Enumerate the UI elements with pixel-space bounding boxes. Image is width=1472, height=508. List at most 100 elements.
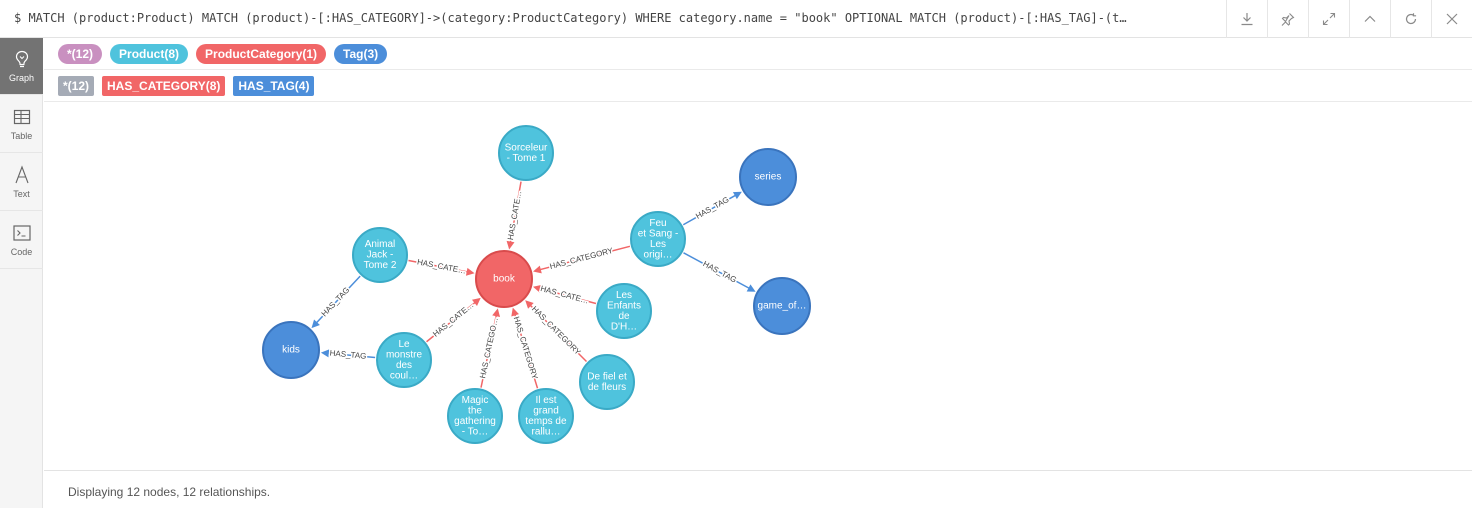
relationship-animal-book[interactable]: HAS_CATE… [408, 256, 475, 277]
category-node-circle[interactable] [475, 250, 533, 308]
relationship-enfants-book[interactable]: HAS_CATE… [532, 283, 597, 307]
download-button[interactable] [1226, 0, 1267, 38]
pin-button[interactable] [1267, 0, 1308, 38]
node-enfants[interactable]: LesEnfantsdeD'H… [596, 283, 652, 339]
relationship-label: HAS_CATE… [539, 284, 589, 305]
relationship-line[interactable] [509, 181, 522, 244]
arrowhead [525, 300, 534, 309]
node-label-tag[interactable]: Tag(3) [334, 43, 388, 64]
node-label-all[interactable]: *(12) [58, 43, 103, 64]
node-caption-line: Tome 2 [364, 260, 397, 271]
node-caption-line: gathering [454, 416, 496, 427]
rel-type-all[interactable]: *(12) [58, 75, 95, 96]
close-button[interactable] [1431, 0, 1472, 38]
relationship-line[interactable] [326, 352, 376, 359]
node-caption-line: grand [533, 405, 559, 416]
node-caption-line: - To… [462, 426, 489, 437]
tag-node-circle[interactable] [739, 148, 797, 206]
node-monstre[interactable]: Lemonstredescoul… [376, 332, 432, 388]
node-caption-line: book [493, 274, 516, 285]
rerun-button[interactable] [1390, 0, 1431, 38]
node-series[interactable]: series [739, 148, 797, 206]
frame-actions [1226, 0, 1472, 38]
node-sorceleur[interactable]: Sorceleur- Tome 1 [498, 125, 554, 181]
product-node-circle[interactable] [376, 332, 432, 388]
relationship-label: HAS_CATE… [431, 300, 475, 338]
relationship-line[interactable] [538, 245, 631, 271]
collapse-button[interactable] [1349, 0, 1390, 38]
relationship-line[interactable] [682, 194, 738, 226]
node-kids[interactable]: kids [262, 321, 320, 379]
relationship-line[interactable] [426, 301, 477, 343]
sidebar-item-code[interactable]: Code [0, 211, 43, 269]
sidebar-item-label: Code [10, 246, 33, 257]
node-labels-legend: *(12) Product(8) ProductCategory(1) Tag(… [44, 38, 1472, 70]
node-caption-line: monstre [386, 349, 423, 360]
sidebar-item-text[interactable]: Text [0, 153, 43, 211]
node-caption-line: game_of… [758, 301, 807, 312]
node-caption-line: kids [282, 345, 300, 356]
graph-icon [15, 50, 28, 68]
product-node-circle[interactable] [579, 354, 635, 410]
fullscreen-button[interactable] [1308, 0, 1349, 38]
relationship-line[interactable] [683, 252, 751, 290]
rel-type-has-category[interactable]: HAS_CATEGORY(8) [102, 75, 226, 96]
arrowhead [465, 267, 475, 276]
node-gameof[interactable]: game_of… [753, 277, 811, 335]
download-icon [1241, 13, 1253, 26]
rel-type-has-tag[interactable]: HAS_TAG(4) [233, 75, 315, 96]
product-node-circle[interactable] [352, 227, 408, 283]
node-caption-line: de [618, 311, 630, 322]
node-label-productcategory[interactable]: ProductCategory(1) [196, 43, 327, 64]
relationship-line[interactable] [513, 313, 539, 389]
relationship-line[interactable] [408, 259, 469, 273]
node-book[interactable]: book [475, 250, 533, 308]
relationship-line[interactable] [315, 275, 361, 325]
sidebar-item-table[interactable]: Table [0, 95, 43, 153]
relationship-sorceleur-book[interactable]: HAS_CATE… [504, 181, 525, 250]
relationship-label: HAS_CATEGORY [512, 315, 540, 380]
relationship-ilest-book[interactable]: HAS_CATEGORY [510, 307, 541, 389]
relationship-label: HAS_TAG [329, 349, 366, 361]
node-caption-line: Les [616, 290, 632, 301]
sidebar-item-graph[interactable]: Graph [0, 38, 43, 95]
product-node-circle[interactable] [518, 388, 574, 444]
node-caption-line: et Sang - [638, 228, 679, 239]
close-icon [1446, 13, 1458, 25]
relationship-animal-kids[interactable]: HAS_TAG [311, 275, 361, 329]
relationship-feu-series[interactable]: HAS_TAG [682, 191, 742, 226]
product-node-circle[interactable] [498, 125, 554, 181]
relationship-feu-gameof[interactable]: HAS_TAG [683, 252, 756, 292]
relationship-line[interactable] [480, 314, 498, 388]
product-node-circle[interactable] [447, 388, 503, 444]
tag-node-circle[interactable] [262, 321, 320, 379]
relationship-line[interactable] [528, 303, 588, 363]
arrowhead [471, 297, 481, 307]
relationship-monstre-book[interactable]: HAS_CATE… [426, 297, 481, 343]
node-caption-line: origi… [644, 249, 673, 260]
product-node-circle[interactable] [630, 211, 686, 267]
relationship-feu-book[interactable]: HAS_CATEGORY [533, 244, 631, 274]
relationship-monstre-kids[interactable]: HAS_TAG [320, 347, 376, 362]
product-node-circle[interactable] [596, 283, 652, 339]
relationship-label: HAS_CATEGORY [549, 246, 615, 271]
relationship-magic-book[interactable]: HAS_CATEGO… [477, 308, 501, 388]
query-text[interactable]: $ MATCH (product:Product) MATCH (product… [14, 11, 1127, 25]
relationship-fiel-book[interactable]: HAS_CATEGORY [525, 300, 588, 363]
sidebar-item-label: Table [10, 130, 33, 141]
tag-node-circle[interactable] [753, 277, 811, 335]
node-caption-line: Les [650, 239, 666, 250]
node-caption-line: rallu… [532, 426, 561, 437]
relationship-line[interactable] [538, 287, 597, 305]
node-label-product[interactable]: Product(8) [110, 43, 189, 64]
frame-header: $ MATCH (product:Product) MATCH (product… [0, 0, 1472, 38]
node-caption-line: coul… [390, 370, 418, 381]
graph-svg[interactable]: HAS_CATE…HAS_CATE…HAS_CATEGORYHAS_CATE…H… [44, 102, 1472, 470]
